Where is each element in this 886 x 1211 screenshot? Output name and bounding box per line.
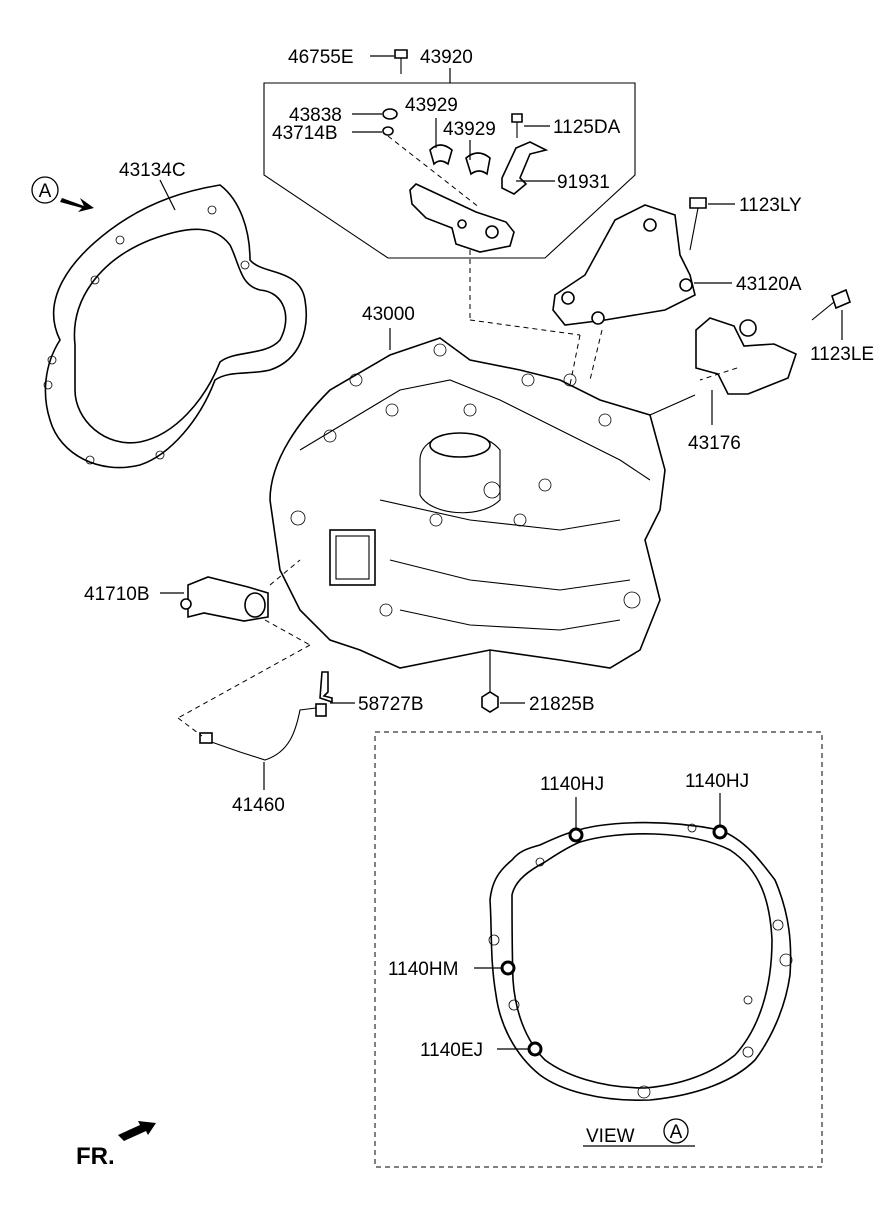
view-ref-letter: A (670, 1122, 683, 1143)
bolt-1123LE[interactable] (811, 288, 851, 340)
clip-43929-b[interactable] (465, 140, 491, 176)
front-arrow-icon (118, 1121, 156, 1141)
label-1140HJ-a: 1140HJ (540, 774, 604, 795)
label-1123LY: 1123LY (739, 195, 802, 216)
hose-41460[interactable] (177, 644, 327, 790)
label-43176: 43176 (688, 433, 741, 454)
label-1140HM: 1140HM (388, 959, 458, 980)
bracket-43176[interactable] (649, 317, 797, 425)
label-91931: 91931 (557, 172, 610, 193)
label-43920: 43920 (420, 47, 473, 68)
label-41710B: 41710B (84, 584, 150, 605)
bolt-46755E[interactable] (370, 49, 408, 74)
label-46755E: 46755E (288, 47, 354, 68)
label-41460: 41460 (232, 795, 285, 816)
view-label: VIEW (586, 1126, 635, 1147)
label-43134C: 43134C (119, 160, 186, 181)
transaxle-case-43000[interactable] (269, 328, 666, 669)
label-43929-a: 43929 (405, 95, 458, 116)
nut-43838[interactable] (352, 108, 398, 120)
release-cylinder-41710B[interactable] (160, 559, 311, 646)
view-a-marker: A (31, 176, 94, 212)
label-21825B: 21825B (529, 694, 595, 715)
label-43714B: 43714B (272, 123, 338, 144)
mount-bracket-43120A[interactable] (469, 204, 732, 386)
gasket-43134C[interactable] (43, 179, 307, 469)
view-a-marker-letter: A (39, 181, 52, 202)
clip-58727B[interactable] (319, 671, 355, 704)
label-43000: 43000 (362, 304, 415, 325)
label-1125DA: 1125DA (553, 117, 621, 138)
label-1140EJ: 1140EJ (420, 1040, 483, 1061)
label-43120A: 43120A (736, 274, 802, 295)
label-43929-b: 43929 (443, 119, 496, 140)
bolt-1123LY[interactable] (689, 197, 735, 251)
label-1123LE: 1123LE (810, 344, 874, 365)
clip-43929-a[interactable] (429, 118, 453, 166)
front-label: FR. (76, 1143, 115, 1170)
bracket-91931[interactable] (501, 141, 555, 195)
shift-cable-bracket[interactable] (409, 183, 515, 253)
bolt-1125DA[interactable] (511, 113, 550, 138)
clip-43714B[interactable] (352, 126, 481, 209)
nut-21825B[interactable] (481, 650, 525, 713)
view-a-box (374, 731, 823, 1168)
shift-bracket-group-box (263, 68, 636, 259)
label-58727B: 58727B (358, 694, 424, 715)
label-1140HJ-b: 1140HJ (685, 771, 749, 792)
label-43838: 43838 (289, 105, 342, 126)
